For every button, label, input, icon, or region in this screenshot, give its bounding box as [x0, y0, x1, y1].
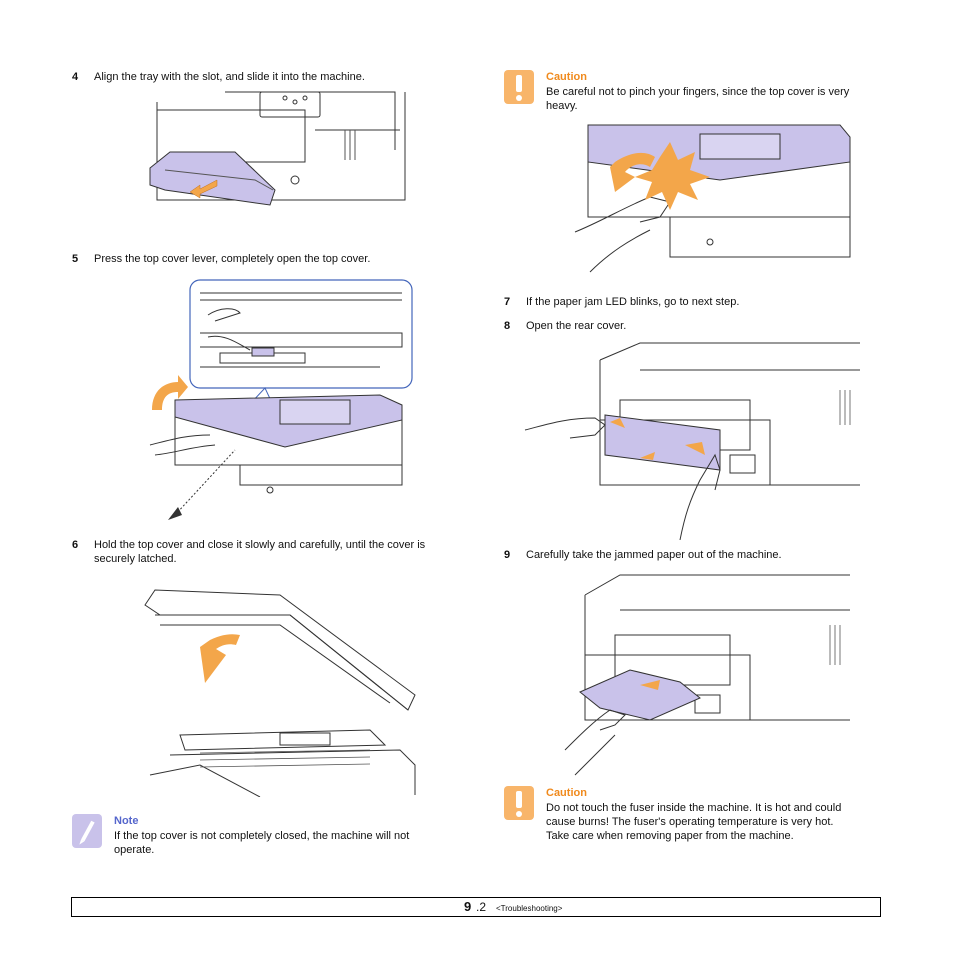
- tray-insert-illustration: [149, 91, 406, 206]
- caution-line: Do not touch the fuser inside the machin…: [546, 802, 842, 814]
- tray: [149, 151, 276, 206]
- step-text: Press the top cover lever, completely op…: [94, 253, 371, 265]
- open-top-cover-illustration: [149, 279, 413, 520]
- step-4: 4 Align the tray with the slot, and slid…: [72, 70, 452, 84]
- caution-body: Do not touch the fuser inside the machin…: [546, 801, 841, 843]
- note-line: If the top cover is not completely close…: [114, 830, 410, 842]
- caution-title: Caution: [546, 71, 587, 83]
- chapter-number: 9: [464, 899, 472, 914]
- caution-line: heavy.: [546, 100, 578, 112]
- caution-line: Take care when removing paper from the m…: [546, 830, 794, 842]
- caution-callout-1: Caution Be careful not to pinch your fin…: [504, 70, 884, 116]
- section-name: <Troubleshooting>: [496, 904, 563, 913]
- step-9: 9 Carefully take the jammed paper out of…: [504, 548, 884, 562]
- note-pencil-icon: [72, 814, 102, 848]
- pinch-warning-illustration: [574, 124, 851, 273]
- step-text: Align the tray with the slot, and slide …: [94, 71, 365, 83]
- step-text: Carefully take the jammed paper out of t…: [526, 549, 782, 561]
- pull-arrow-icon: [640, 680, 660, 690]
- pull-arrow-icon: [640, 452, 655, 460]
- insert-arrow-icon: [189, 179, 218, 199]
- note-title: Note: [114, 815, 139, 827]
- page-number: .2: [476, 900, 487, 914]
- caution-body: Be careful not to pinch your fingers, si…: [546, 85, 849, 113]
- step-number: 8: [504, 320, 511, 332]
- caution-title: Caution: [546, 787, 587, 799]
- pinch-burst-icon: [635, 142, 710, 210]
- pull-arrow-icon: [610, 418, 625, 428]
- note-line: operate.: [114, 844, 155, 856]
- caution-line: Be careful not to pinch your fingers, si…: [546, 86, 850, 98]
- caution-exclamation-icon: [504, 70, 534, 104]
- step-number: 7: [504, 296, 511, 308]
- step-text-line1: Hold the top cover and close it slowly a…: [94, 539, 426, 551]
- step-5: 5 Press the top cover lever, completely …: [72, 252, 452, 266]
- remove-paper-illustration: [564, 574, 850, 776]
- step-6: 6 Hold the top cover and close it slowly…: [72, 538, 462, 566]
- caution-exclamation-icon: [504, 786, 534, 820]
- close-top-cover-illustration: [144, 589, 416, 797]
- close-arrow-icon: [200, 634, 240, 683]
- open-rear-cover-illustration: [524, 342, 860, 540]
- step-number: 6: [72, 539, 79, 551]
- step-7: 7 If the paper jam LED blinks, go to nex…: [504, 295, 884, 309]
- note-body: If the top cover is not completely close…: [114, 829, 409, 857]
- pull-arrow-icon: [685, 442, 705, 455]
- step-text: If the paper jam LED blinks, go to next …: [526, 296, 740, 308]
- page-footer: 9 .2 <Troubleshooting>: [71, 897, 881, 917]
- caution-line: cause burns! The fuser's operating tempe…: [546, 816, 834, 828]
- jammed-paper: [579, 669, 701, 721]
- step-text: Open the rear cover.: [526, 320, 627, 332]
- note-callout: Note If the top cover is not completely …: [72, 814, 462, 860]
- step-8: 8 Open the rear cover.: [504, 319, 884, 333]
- close-arrow-icon: [610, 152, 655, 192]
- caution-callout-2: Caution Do not touch the fuser inside th…: [504, 786, 894, 846]
- step-text-line2: securely latched.: [94, 553, 177, 565]
- step-number: 9: [504, 549, 511, 561]
- lift-arrow-icon: [152, 375, 188, 410]
- step-number: 5: [72, 253, 79, 265]
- step-number: 4: [72, 71, 79, 83]
